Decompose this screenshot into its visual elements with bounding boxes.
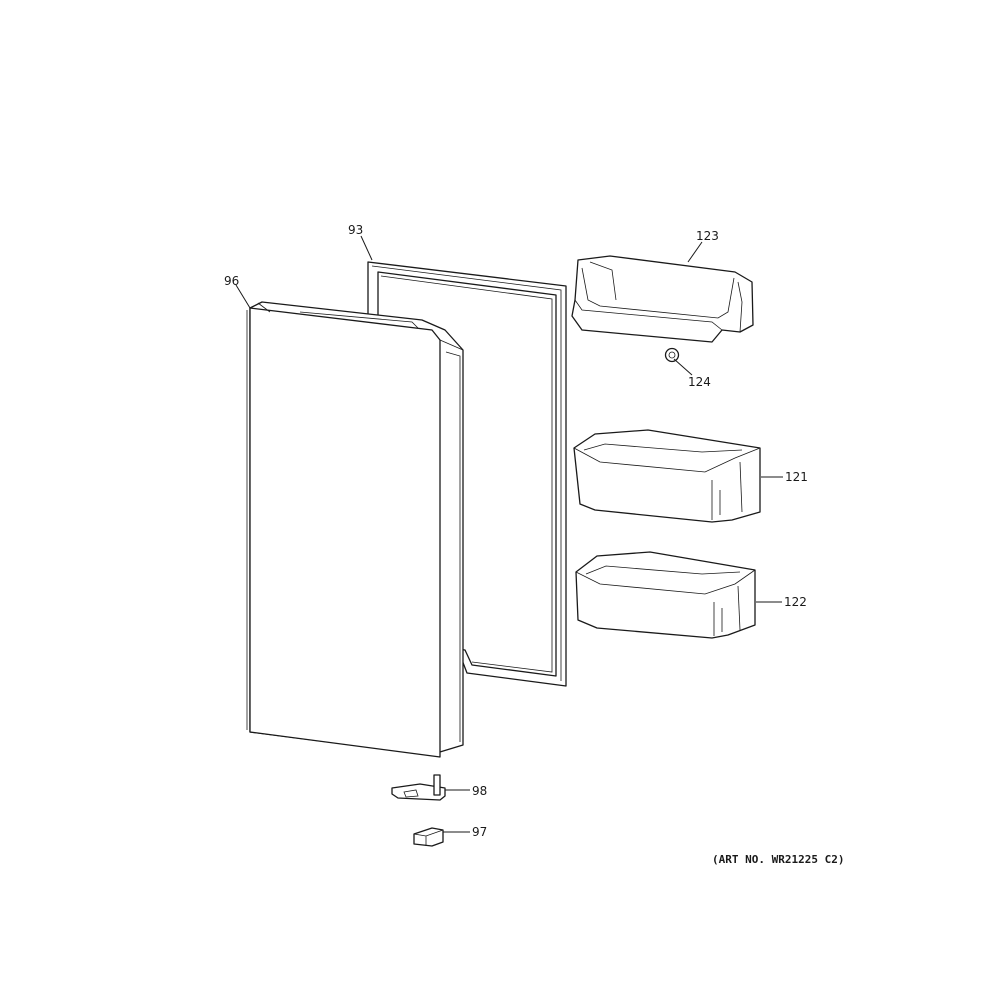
door-bin-middle[interactable] (573, 429, 761, 523)
label-door: 96 (224, 274, 239, 288)
label-bin-top: 123 (696, 229, 719, 243)
label-bin-lower: 122 (784, 595, 807, 609)
hinge-cover[interactable] (413, 827, 444, 847)
label-hinge: 98 (472, 784, 487, 798)
callout-labels: 93 96 123 124 121 122 98 97 (224, 223, 808, 839)
door-panel[interactable] (246, 301, 464, 758)
label-cover: 97 (472, 825, 487, 839)
door-bin-lower[interactable] (575, 551, 756, 639)
label-bin-middle: 121 (785, 470, 808, 484)
door-hinge[interactable] (391, 774, 446, 801)
cap-part[interactable] (664, 347, 680, 363)
art-number: (ART NO. WR21225 C2) (712, 853, 844, 866)
label-gasket: 93 (348, 223, 363, 237)
door-bin-top[interactable] (571, 255, 754, 343)
leader-lines (235, 235, 783, 833)
label-cap: 124 (688, 375, 711, 389)
